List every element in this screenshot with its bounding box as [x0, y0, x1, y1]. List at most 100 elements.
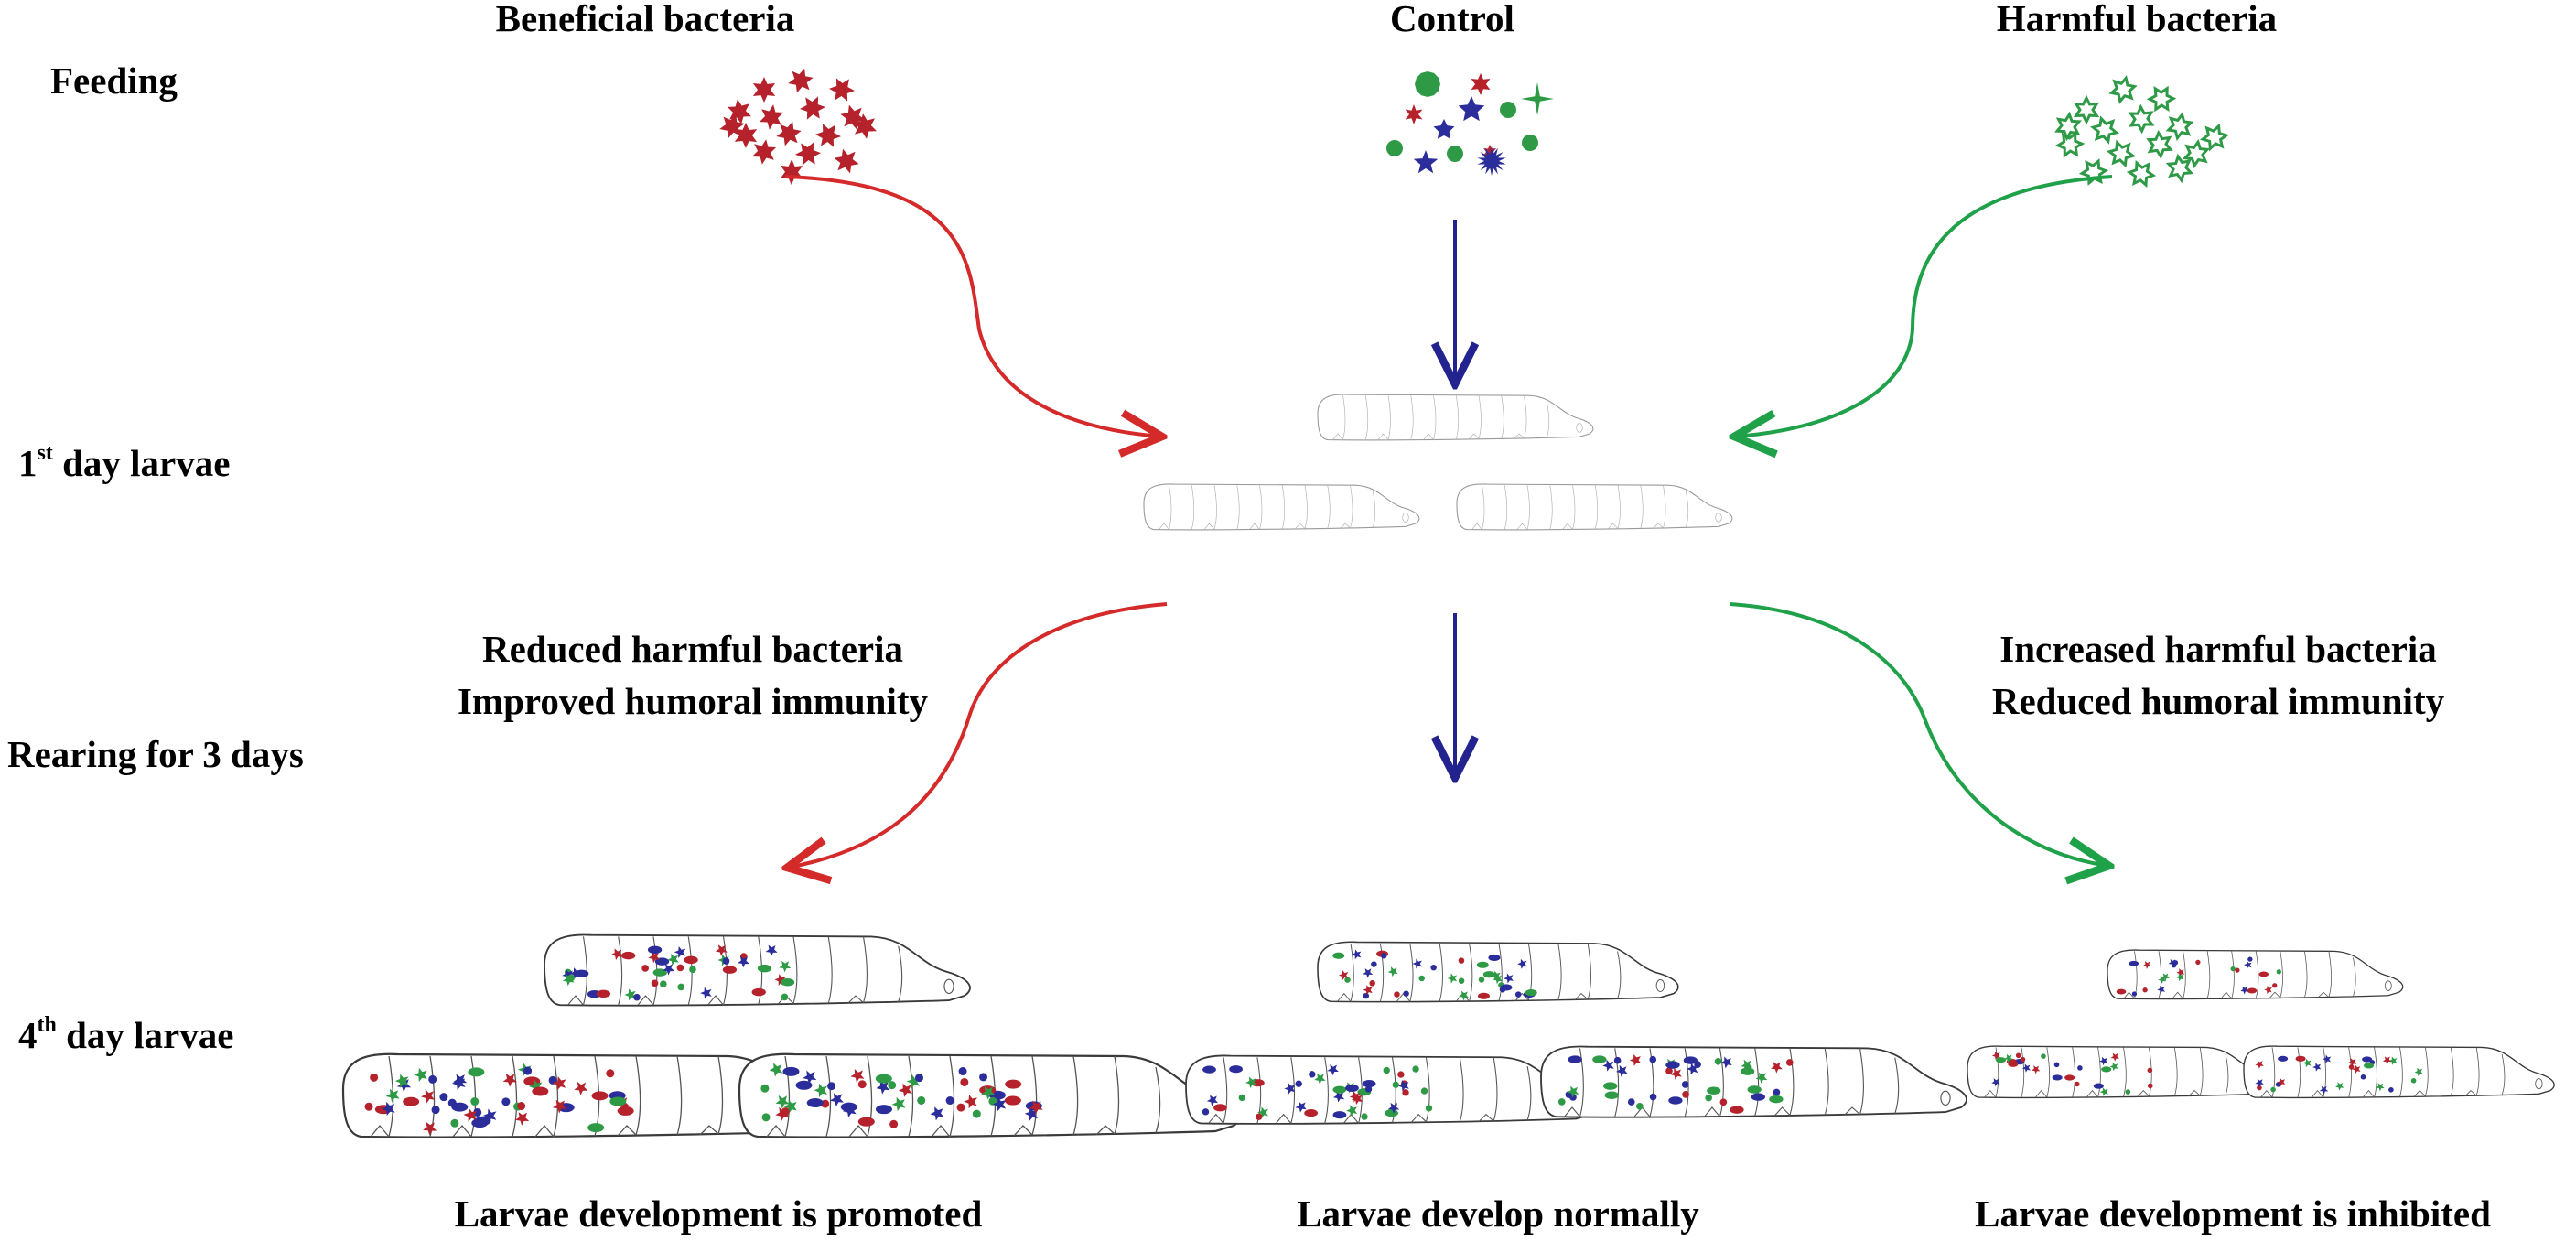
gut-bacterium-icon: [782, 1066, 800, 1076]
gut-bacterium-icon: [1392, 1081, 1399, 1088]
gut-bacterium-icon: [2382, 1056, 2392, 1065]
gut-bacterium-icon: [2015, 1052, 2021, 1059]
gut-bacterium-icon: [620, 951, 636, 960]
bacterium-icon: [815, 124, 841, 147]
bacterium-icon: [1447, 146, 1463, 162]
gut-bacterium-icon: [2414, 1067, 2423, 1077]
gut-bacterium-icon: [2109, 1062, 2118, 1072]
gut-bacterium-icon: [2376, 1083, 2385, 1092]
gut-bacterium-icon: [1245, 1076, 1257, 1088]
gut-bacterium-icon: [2161, 973, 2170, 981]
gut-bacterium-icon: [1604, 1091, 1619, 1099]
gut-bacterium-icon: [889, 1119, 899, 1128]
gut-bacterium-icon: [2388, 1087, 2394, 1093]
gut-bacterium-icon: [1420, 1087, 1428, 1095]
gut-bacterium-icon: [775, 1106, 790, 1121]
gut-bacterium-icon: [1525, 989, 1537, 997]
bacterium-icon: [2146, 129, 2173, 160]
bacterium-icon: [1477, 146, 1506, 176]
gut-bacterium-icon: [382, 1101, 395, 1116]
gut-bacterium-icon: [981, 1085, 996, 1100]
gut-bacterium-icon: [1412, 958, 1422, 969]
gut-bacterium-icon: [1349, 1091, 1361, 1103]
gut-bacterium-icon: [1687, 1063, 1698, 1075]
bacterium-icon: [1471, 73, 1491, 95]
gut-bacterium-icon: [1295, 1080, 1302, 1087]
gut-bacterium-icon: [842, 1104, 857, 1118]
gut-bacterium-icon: [2244, 960, 2252, 969]
gut-bacterium-icon: [1991, 1051, 2001, 1061]
feeding-arrow-harmful: [1734, 175, 2113, 437]
gut-bacterium-icon: [1202, 1108, 1210, 1116]
gut-bacterium-icon: [781, 993, 789, 1001]
harmful-bacteria-cluster: [2054, 75, 2230, 189]
gut-bacterium-icon: [1635, 1102, 1644, 1110]
gut-bacterium-icon: [396, 1078, 412, 1093]
gut-bacterium-icon: [523, 1066, 533, 1075]
row-label-rearing: Rearing for 3 days: [7, 733, 304, 775]
gut-bacterium-icon: [2255, 1078, 2264, 1087]
gut-bacterium-icon: [2362, 1056, 2373, 1063]
gut-bacterium-icon: [468, 1067, 485, 1077]
gut-bacterium-icon: [1493, 974, 1503, 985]
gut-bacterium-icon: [1257, 1106, 1268, 1118]
feeding-arrow-beneficial: [784, 175, 1162, 437]
gut-bacterium-icon: [806, 1098, 824, 1108]
gut-bacterium-icon: [2230, 966, 2236, 972]
bacterium-icon: [776, 121, 802, 146]
gut-bacterium-icon: [2064, 1074, 2075, 1081]
gut-bacterium-icon: [2348, 1064, 2355, 1070]
gut-bacterium-icon: [1477, 992, 1490, 999]
gut-bacterium-icon: [958, 1067, 967, 1076]
gut-bacterium-icon: [2302, 1058, 2312, 1068]
gut-bacterium-icon: [2348, 1058, 2357, 1067]
gut-bacterium-icon: [562, 974, 575, 987]
gut-bacterium-icon: [1668, 1096, 1683, 1105]
gut-bacterium-icon: [979, 1073, 988, 1082]
gut-bacterium-icon: [684, 955, 698, 965]
gut-bacterium-icon: [431, 1106, 440, 1115]
bacterium-icon: [1483, 145, 1496, 159]
gut-bacterium-icon: [447, 1098, 457, 1107]
gut-bacterium-icon: [827, 1082, 836, 1091]
beneficial-bacteria-cluster: [719, 68, 877, 185]
gut-bacterium-icon: [610, 948, 623, 961]
gut-bacterium-icon: [875, 1105, 892, 1115]
gut-bacterium-icon: [1332, 1111, 1347, 1119]
bacterium-icon: [2165, 153, 2194, 184]
gut-bacterium-icon: [972, 1109, 981, 1118]
gut-bacterium-icon: [1649, 1055, 1657, 1063]
gut-bacterium-icon: [1332, 952, 1345, 959]
bacterium-icon: [800, 96, 825, 120]
gut-bacterium-icon: [470, 1097, 480, 1106]
gut-bacterium-icon: [2032, 1065, 2041, 1074]
gut-bacterium-icon: [517, 1102, 526, 1111]
gut-bacterium-icon: [2041, 1053, 2046, 1059]
gut-bacterium-icon: [1459, 990, 1470, 1001]
gut-bacterium-icon: [2176, 968, 2185, 977]
gut-bacterium-icon: [1741, 1067, 1755, 1075]
gut-bacterium-icon: [1785, 1059, 1794, 1066]
gut-bacterium-icon: [780, 977, 795, 987]
bacterium-icon: [840, 104, 866, 130]
gut-bacterium-icon: [2116, 988, 2127, 995]
gut-bacterium-icon: [1482, 971, 1495, 978]
gut-bacterium-icon: [574, 1081, 588, 1095]
gut-bacterium-icon: [1284, 1083, 1296, 1095]
gut-bacterium-icon: [1769, 1095, 1784, 1104]
gut-bacterium-icon: [515, 1112, 530, 1126]
gut-bacterium-icon: [1557, 1098, 1566, 1106]
gut-bacterium-icon: [2131, 991, 2138, 997]
gut-bacterium-icon: [482, 1108, 497, 1123]
gut-bacterium-icon: [641, 965, 649, 972]
gut-bacterium-icon: [532, 1086, 549, 1096]
gut-bacterium-icon: [988, 1096, 997, 1106]
row-label-feeding: Feeding: [50, 59, 178, 102]
gut-bacterium-icon: [1755, 1072, 1768, 1085]
gut-bacterium-icon: [471, 1118, 489, 1128]
gut-bacterium-icon: [473, 1107, 482, 1117]
gut-bacterium-icon: [1363, 985, 1373, 996]
gut-bacterium-icon: [760, 1084, 770, 1093]
gut-bacterium-icon: [1332, 1085, 1347, 1094]
gut-bacterium-icon: [1005, 1079, 1022, 1089]
